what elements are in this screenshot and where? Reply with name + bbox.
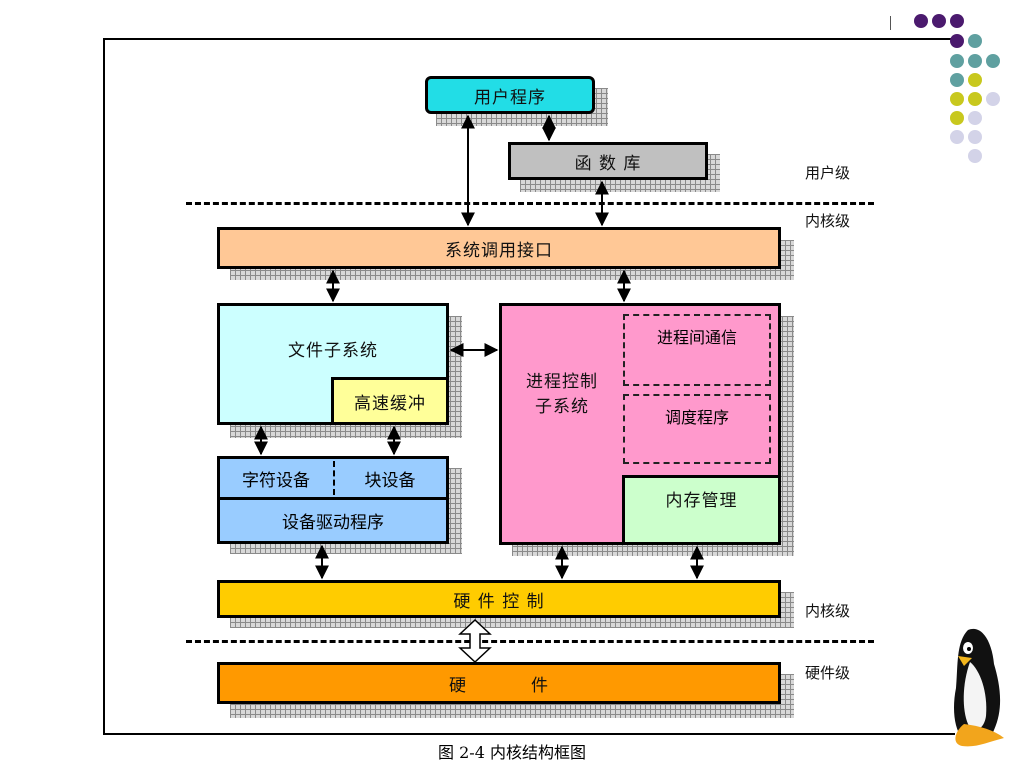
figure-caption: 图 2-4 内核结构框图: [0, 739, 1024, 763]
device-divider: [333, 461, 335, 495]
user-program-label: 用户程序: [474, 87, 546, 108]
hw-control-box: 硬 件 控 制: [217, 580, 781, 618]
level-kernel-bottom-label: 内核级: [805, 602, 851, 620]
penguin-icon: [954, 628, 1004, 747]
device-separator: [220, 497, 446, 500]
diagram-frame: [103, 38, 955, 735]
syscall-interface-box: 系统调用接口: [217, 227, 781, 269]
block-device-label: 块设备: [364, 470, 416, 491]
level-kernel-top-label: 内核级: [805, 212, 851, 230]
hardware-box: 硬 件: [217, 662, 781, 704]
char-device-label: 字符设备: [242, 470, 310, 491]
proc-control-label: 进程控制 子系统: [526, 372, 598, 417]
memory-mgmt-box: 内存管理: [622, 475, 781, 545]
block-device-cell: 块设备: [334, 459, 446, 497]
scheduler-box: 调度程序: [623, 394, 771, 464]
level-user-label: 用户级: [805, 164, 851, 182]
fs-subsystem-label: 文件子系统: [288, 341, 378, 361]
figure-caption-text: 图 2-4 内核结构框图: [438, 743, 586, 762]
ipc-label: 进程间通信: [656, 328, 737, 347]
buffer-cache-label: 高速缓冲: [354, 393, 426, 414]
kernel-hardware-separator: [186, 640, 874, 643]
device-driver-label: 设备驱动程序: [282, 513, 384, 533]
syscall-interface-label: 系统调用接口: [445, 240, 553, 261]
hardware-label: 硬 件: [448, 675, 550, 696]
ipc-box: 进程间通信: [623, 314, 771, 386]
corner-tick: [890, 16, 891, 30]
user-kernel-separator: [186, 202, 874, 205]
buffer-cache-box: 高速缓冲: [331, 377, 449, 425]
memory-mgmt-label: 内存管理: [665, 491, 738, 511]
char-device-cell: 字符设备: [220, 459, 332, 497]
arrow-hw-hardware: [458, 618, 492, 664]
user-program-box: 用户程序: [425, 76, 595, 114]
device-driver-cell: 设备驱动程序: [220, 500, 446, 541]
library-box: 函 数 库: [508, 142, 708, 180]
hw-control-label: 硬 件 控 制: [453, 591, 545, 612]
scheduler-label: 调度程序: [664, 408, 729, 427]
level-hardware-label: 硬件级: [805, 664, 851, 682]
library-label: 函 数 库: [574, 153, 642, 174]
